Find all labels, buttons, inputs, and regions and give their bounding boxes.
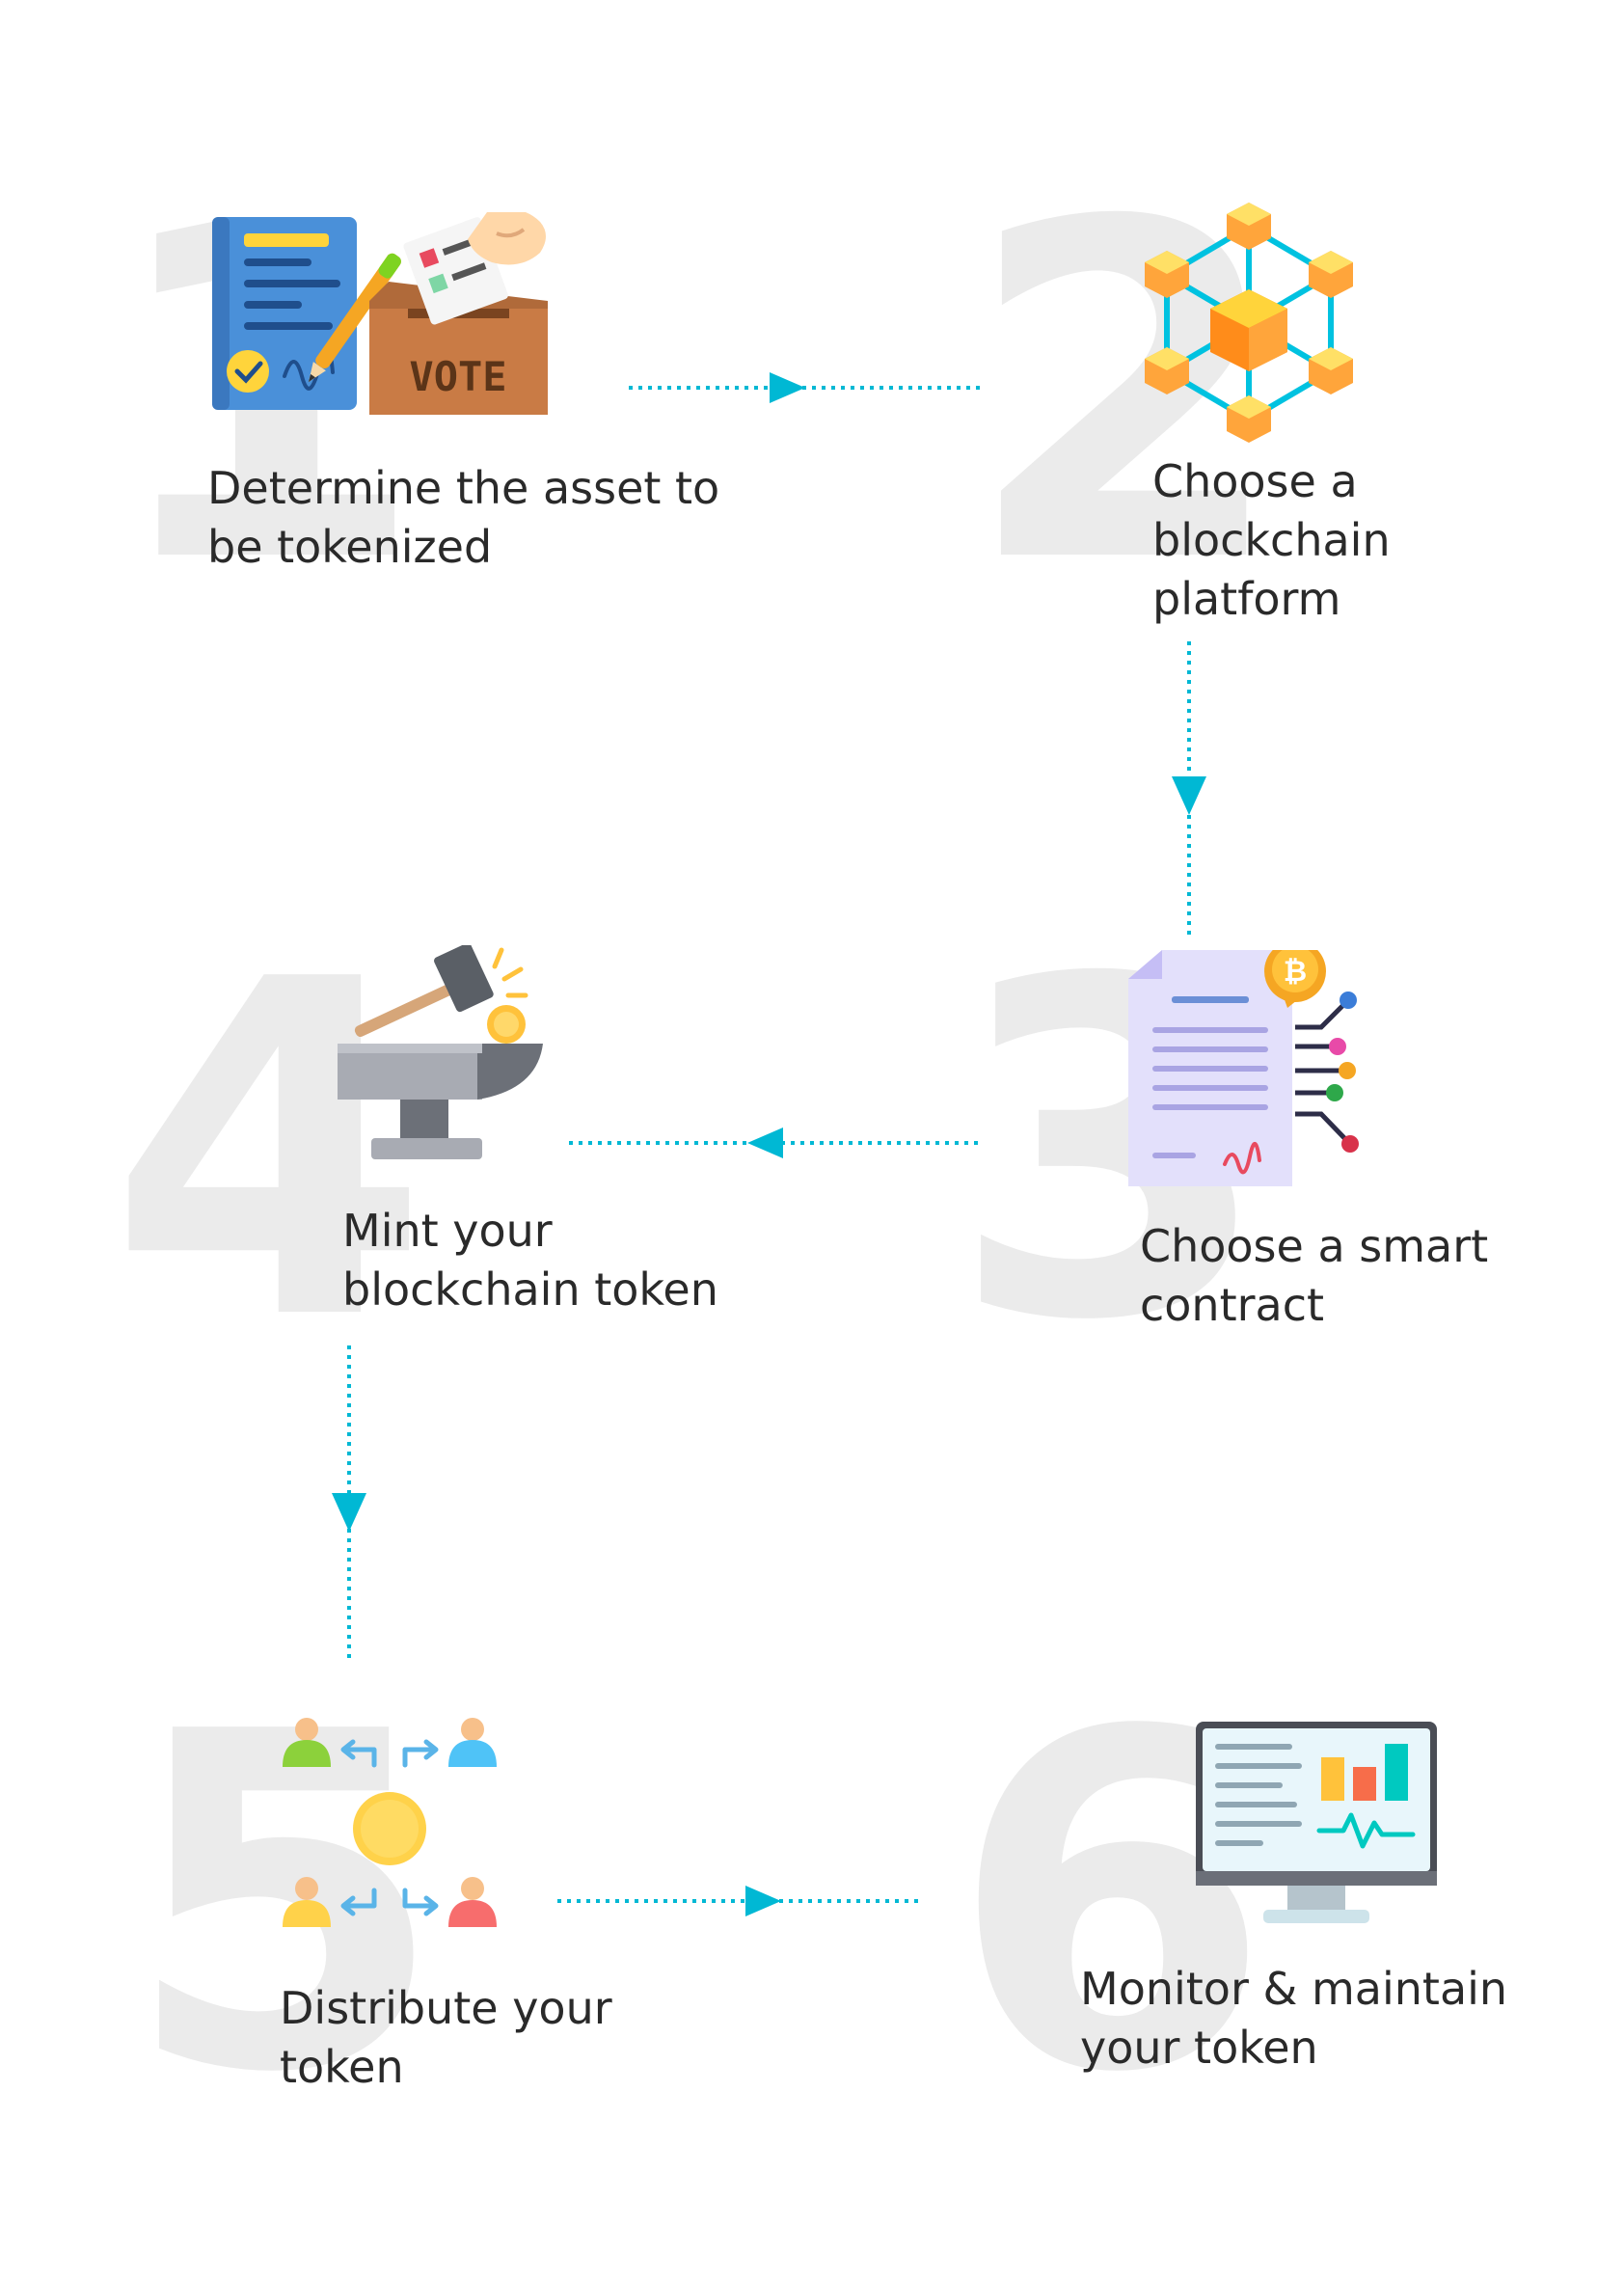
distribute-people-icon (283, 1718, 497, 1927)
step-label-4: Mint your blockchain token (342, 1205, 718, 1316)
step-label-5: Distribute your token (280, 1982, 612, 2093)
contract-vote-icon: VOTE (212, 212, 548, 415)
step-number-5: 5 (123, 1635, 446, 2174)
smart-contract-icon: ₿ (1128, 950, 1359, 1186)
step-label-1: Determine the asset to be tokenized (207, 462, 720, 573)
person-green (283, 1718, 331, 1767)
arrow-down-4-5 (332, 1493, 366, 1532)
person-blue (448, 1718, 497, 1767)
monitor-dashboard-icon (1196, 1722, 1437, 1923)
bitcoin-symbol: ₿ (1284, 955, 1307, 989)
arrow-down-2-3 (1172, 776, 1206, 815)
mint-anvil-icon (338, 945, 543, 1159)
arrow-left-3-4 (747, 1127, 783, 1158)
step-label-2: Choose a blockchain platform (1152, 455, 1391, 625)
vote-text: VOTE (409, 353, 506, 400)
step-label-6: Monitor & maintain your token (1080, 1963, 1508, 2074)
arrow-right-1-2 (770, 372, 805, 403)
arrow-right-5-6 (745, 1886, 781, 1916)
person-yellow (283, 1877, 331, 1927)
step-label-3: Choose a smart contract (1140, 1220, 1489, 1331)
blockchain-network-icon (1145, 203, 1353, 443)
person-red (448, 1877, 497, 1927)
